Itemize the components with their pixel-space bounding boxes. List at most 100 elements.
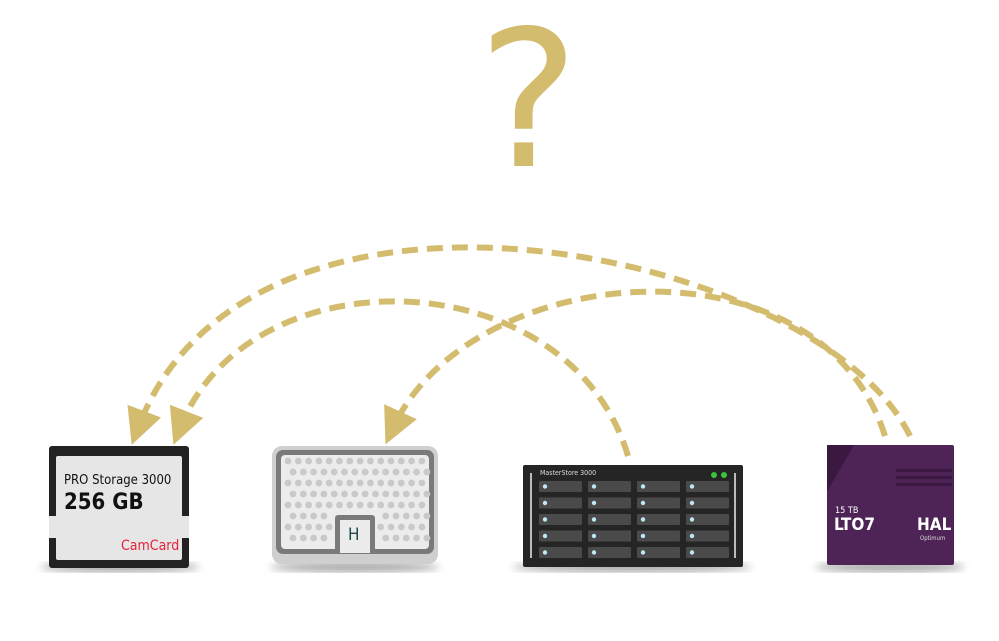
drive-bay — [686, 497, 729, 509]
tape-subbrand: Optimum — [920, 535, 946, 542]
vent-hole — [341, 468, 348, 476]
vent-hole — [413, 468, 420, 476]
vent-hole — [397, 523, 405, 531]
vent-hole — [408, 479, 415, 487]
drive-bay — [637, 547, 680, 558]
vent-hole — [305, 501, 312, 509]
tape-device — [827, 445, 954, 565]
vent-hole — [387, 457, 395, 465]
vent-hole — [387, 479, 395, 487]
vent-hole — [356, 501, 364, 509]
drive-bay — [686, 514, 729, 525]
drive-bay — [686, 530, 729, 542]
vent-hole — [310, 490, 317, 498]
drive-bay — [637, 530, 680, 542]
vent-hole — [392, 468, 400, 476]
vent-hole — [294, 457, 302, 465]
vent-hole — [423, 534, 431, 542]
hdd-logo: H — [348, 525, 360, 545]
nas-device — [523, 465, 743, 567]
drive-bay — [637, 497, 680, 509]
vent-hole — [320, 490, 328, 498]
vent-hole — [392, 512, 400, 520]
vent-hole — [361, 490, 369, 498]
vent-hole — [408, 501, 415, 509]
vent-hole — [330, 468, 338, 476]
vent-hole — [294, 479, 302, 487]
vent-hole — [305, 457, 312, 465]
drive-bay — [588, 530, 631, 542]
drive-bay — [539, 547, 582, 558]
vent-hole — [367, 457, 374, 465]
vent-hole — [299, 534, 307, 542]
drive-bay — [686, 481, 729, 492]
vent-hole — [367, 479, 374, 487]
vent-hole — [377, 457, 385, 465]
vent-hole — [299, 490, 307, 498]
vent-hole — [351, 490, 359, 498]
vent-hole — [382, 534, 390, 542]
vent-hole — [397, 501, 405, 509]
vent-hole — [310, 512, 317, 520]
drive-bay — [588, 497, 631, 509]
vent-hole — [356, 457, 364, 465]
vent-hole — [310, 534, 317, 542]
vent-hole — [382, 468, 390, 476]
drive-bay — [588, 514, 631, 525]
tape-capacity: 15 TB — [835, 506, 859, 516]
vent-hole — [336, 501, 343, 509]
vent-hole — [351, 468, 359, 476]
vent-hole — [346, 479, 354, 487]
vent-hole — [299, 512, 307, 520]
vent-hole — [377, 501, 385, 509]
vent-hole — [320, 468, 328, 476]
vent-hole — [413, 490, 420, 498]
drive-bay — [539, 481, 582, 492]
vent-hole — [356, 479, 364, 487]
hdd-device — [272, 446, 438, 564]
vent-hole — [377, 479, 385, 487]
vent-hole — [320, 534, 328, 542]
vent-hole — [408, 523, 415, 531]
vent-hole — [418, 457, 426, 465]
vent-hole — [367, 501, 374, 509]
vent-hole — [325, 457, 333, 465]
vent-hole — [418, 479, 426, 487]
vent-hole — [289, 468, 297, 476]
vent-hole — [305, 479, 312, 487]
drive-bay — [539, 497, 582, 509]
vent-hole — [423, 490, 431, 498]
vent-hole — [423, 468, 431, 476]
vent-hole — [346, 501, 354, 509]
arrow-tape-to-hdd — [384, 288, 888, 445]
drive-bay — [637, 514, 680, 525]
drive-bay — [588, 481, 631, 492]
vent-hole — [346, 457, 354, 465]
vent-hole — [315, 479, 323, 487]
question-mark: ? — [478, 0, 579, 211]
camcard-capacity: 256 GB — [64, 490, 144, 515]
vent-hole — [418, 501, 426, 509]
vent-hole — [397, 457, 405, 465]
vent-hole — [294, 523, 302, 531]
camcard-brand: CamCard — [121, 538, 180, 554]
vent-hole — [289, 490, 297, 498]
vent-hole — [397, 479, 405, 487]
vent-hole — [294, 501, 302, 509]
tape-format: LTO7 — [834, 515, 876, 535]
vent-hole — [305, 523, 312, 531]
vent-hole — [392, 534, 400, 542]
vent-hole — [361, 468, 369, 476]
vent-hole — [336, 479, 343, 487]
vent-hole — [315, 523, 323, 531]
vent-hole — [284, 457, 292, 465]
vent-hole — [372, 468, 379, 476]
vent-hole — [413, 534, 420, 542]
arrow-tape-to-camcard — [127, 244, 913, 445]
arrow-nas-to-camcard — [169, 298, 631, 457]
camcard-device — [49, 446, 189, 568]
vent-hole — [402, 490, 410, 498]
vent-hole — [413, 512, 420, 520]
vent-hole — [402, 468, 410, 476]
